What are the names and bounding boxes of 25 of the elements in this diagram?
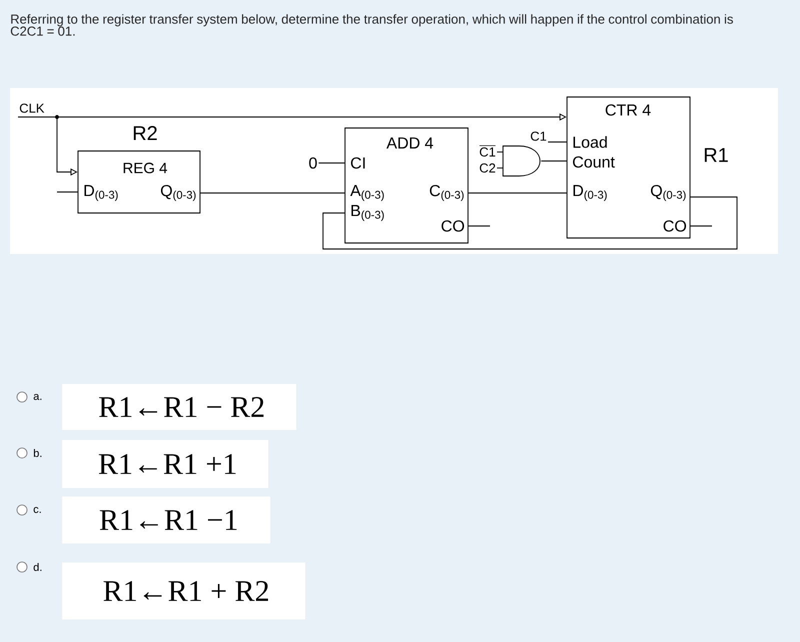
option-letter: c. — [34, 506, 41, 513]
option-letter: d. — [34, 562, 42, 572]
formula: R1←R1 + R2 — [62, 562, 306, 620]
signal-label: 0 — [309, 157, 317, 169]
node-label: R2 — [134, 126, 157, 140]
counter-box: CTR 4 Load Count D$_{(0-3)}$ Q$_{(0-3)}$ CO R1 — [566, 96, 728, 238]
register-box: R2 REG 4 D$_{(0-3)}$ Q$_{(0-3)}$ — [78, 126, 200, 214]
formula: R1←R1 +1 — [62, 440, 268, 488]
and-gate — [502, 146, 540, 176]
signal-label: C2 — [480, 163, 496, 173]
node-label: R1 — [704, 148, 728, 162]
inverted-signal-label: C1 — [479, 145, 496, 157]
wire — [200, 192, 345, 194]
wire — [540, 160, 567, 162]
signal-label: CLK — [20, 104, 44, 113]
wire — [468, 192, 567, 194]
formula: R1←R1 −1 — [62, 496, 270, 544]
option-letter: b. — [34, 448, 42, 458]
option-letter: a. — [34, 394, 42, 400]
formula: R1←R1 − R2 — [62, 384, 296, 430]
wire — [318, 162, 345, 164]
signal-label: C1 — [530, 132, 546, 141]
question-text: Referring to the register transfer system below, determine the transfer operation, which will happen if the control combination is C2C1 = 01. — [10, 14, 733, 36]
adder-box: ADD 4 CI A$_{(0-3)}$ B$_{(0-3)}$ C$_{(0-3)}$ CO — [344, 128, 468, 244]
wire — [322, 196, 738, 250]
